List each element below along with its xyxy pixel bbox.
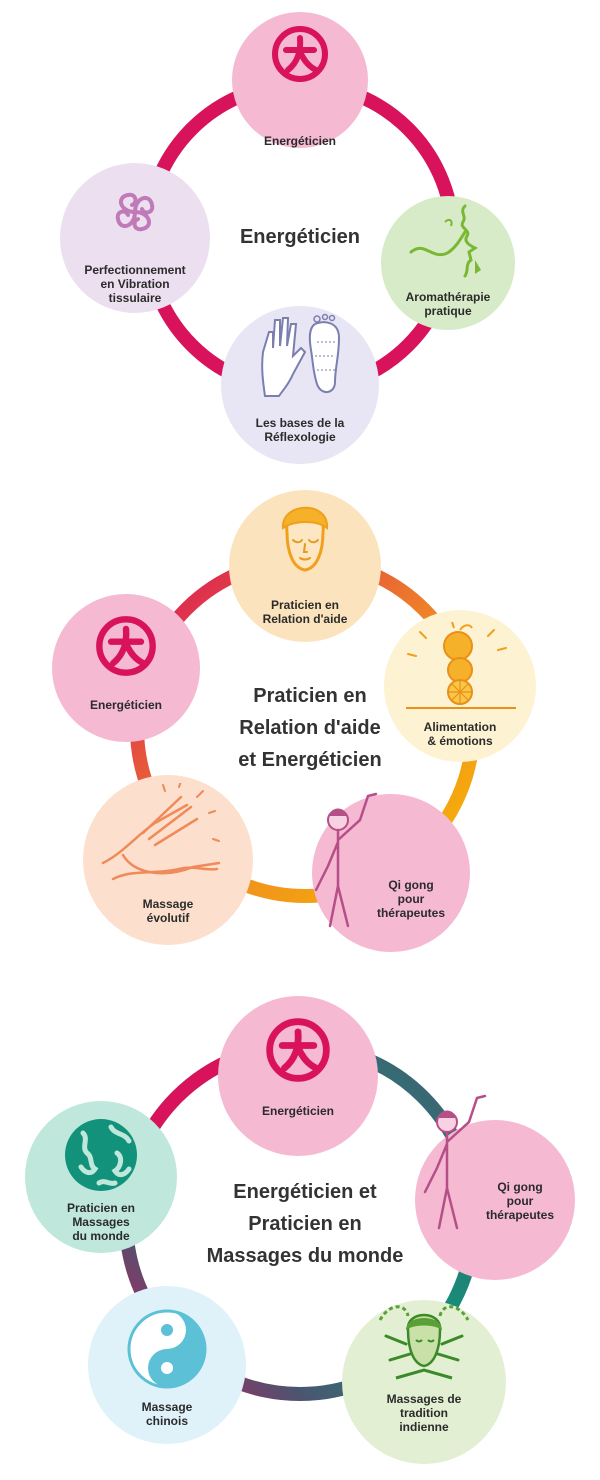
diagram-title: Energéticien et Praticien en Massages du… — [206, 1181, 404, 1267]
node-label: Massage chinois — [141, 1400, 193, 1428]
node-label: Qi gong pour thérapeutes — [485, 1180, 555, 1222]
diagram-title: Praticien en Relation d'aide et Energéti… — [238, 685, 382, 771]
hand-foot-reflexology-icon — [261, 313, 341, 397]
node-energeticien[interactable]: Energéticien — [232, 12, 368, 148]
qigong-woman-icon — [423, 1094, 487, 1230]
energeticien-symbol-icon — [266, 1018, 330, 1082]
node-label: Perfectionnement en Vibration tissulaire — [84, 263, 186, 305]
node-label: Praticien en Relation d'aide — [262, 598, 348, 626]
node-label: Praticien en Massages du monde — [66, 1201, 136, 1243]
energeticien-symbol-icon — [272, 26, 328, 82]
spiral-triskel-icon — [115, 192, 155, 232]
indian-head-massage-icon — [378, 1305, 470, 1380]
node-massages-indienne[interactable]: Massages de tradition indienne — [342, 1300, 506, 1464]
node-label: Qi gong pour thérapeutes — [376, 878, 446, 920]
node-label: Aromathérapie pratique — [405, 290, 491, 318]
node-aromatherapie[interactable]: Aromathérapie pratique — [381, 196, 515, 330]
node-relation-aide[interactable]: Praticien en Relation d'aide — [229, 490, 381, 642]
node-reflexologie[interactable]: Les bases de la Réflexologie — [221, 306, 379, 464]
aromatherapy-face-icon — [409, 204, 481, 278]
qigong-woman-icon — [314, 792, 378, 928]
diagram-title: Energéticien — [239, 226, 361, 248]
globe-icon — [65, 1119, 137, 1191]
node-label: Alimentation & émotions — [423, 720, 497, 748]
hands-icon — [101, 783, 221, 881]
node-alimentation[interactable]: Alimentation & émotions — [384, 610, 536, 762]
calm-face-icon — [281, 506, 329, 572]
node-label: Energéticien — [263, 134, 337, 148]
node-energeticien[interactable]: Energéticien — [218, 996, 378, 1156]
node-label: Massage évolutif — [142, 897, 194, 925]
node-label: Les bases de la Réflexologie — [255, 416, 345, 444]
node-massage-evolutif[interactable]: Massage évolutif — [83, 775, 253, 945]
energeticien-symbol-icon — [96, 616, 156, 676]
node-label: Energéticien — [89, 698, 163, 712]
node-qigong[interactable]: Qi gong pour thérapeutes — [312, 792, 470, 952]
fruit-stack-icon — [406, 621, 516, 709]
node-energeticien[interactable]: Energéticien — [52, 594, 200, 742]
node-vibration-tissulaire[interactable]: Perfectionnement en Vibration tissulaire — [60, 163, 210, 313]
yin-yang-icon — [127, 1309, 207, 1389]
node-label: Energéticien — [261, 1104, 335, 1118]
node-qigong[interactable]: Qi gong pour thérapeutes — [415, 1094, 575, 1280]
node-massages-du-monde[interactable]: Praticien en Massages du monde — [25, 1101, 177, 1253]
node-massage-chinois[interactable]: Massage chinois — [88, 1286, 246, 1444]
node-label: Massages de tradition indienne — [386, 1392, 462, 1434]
